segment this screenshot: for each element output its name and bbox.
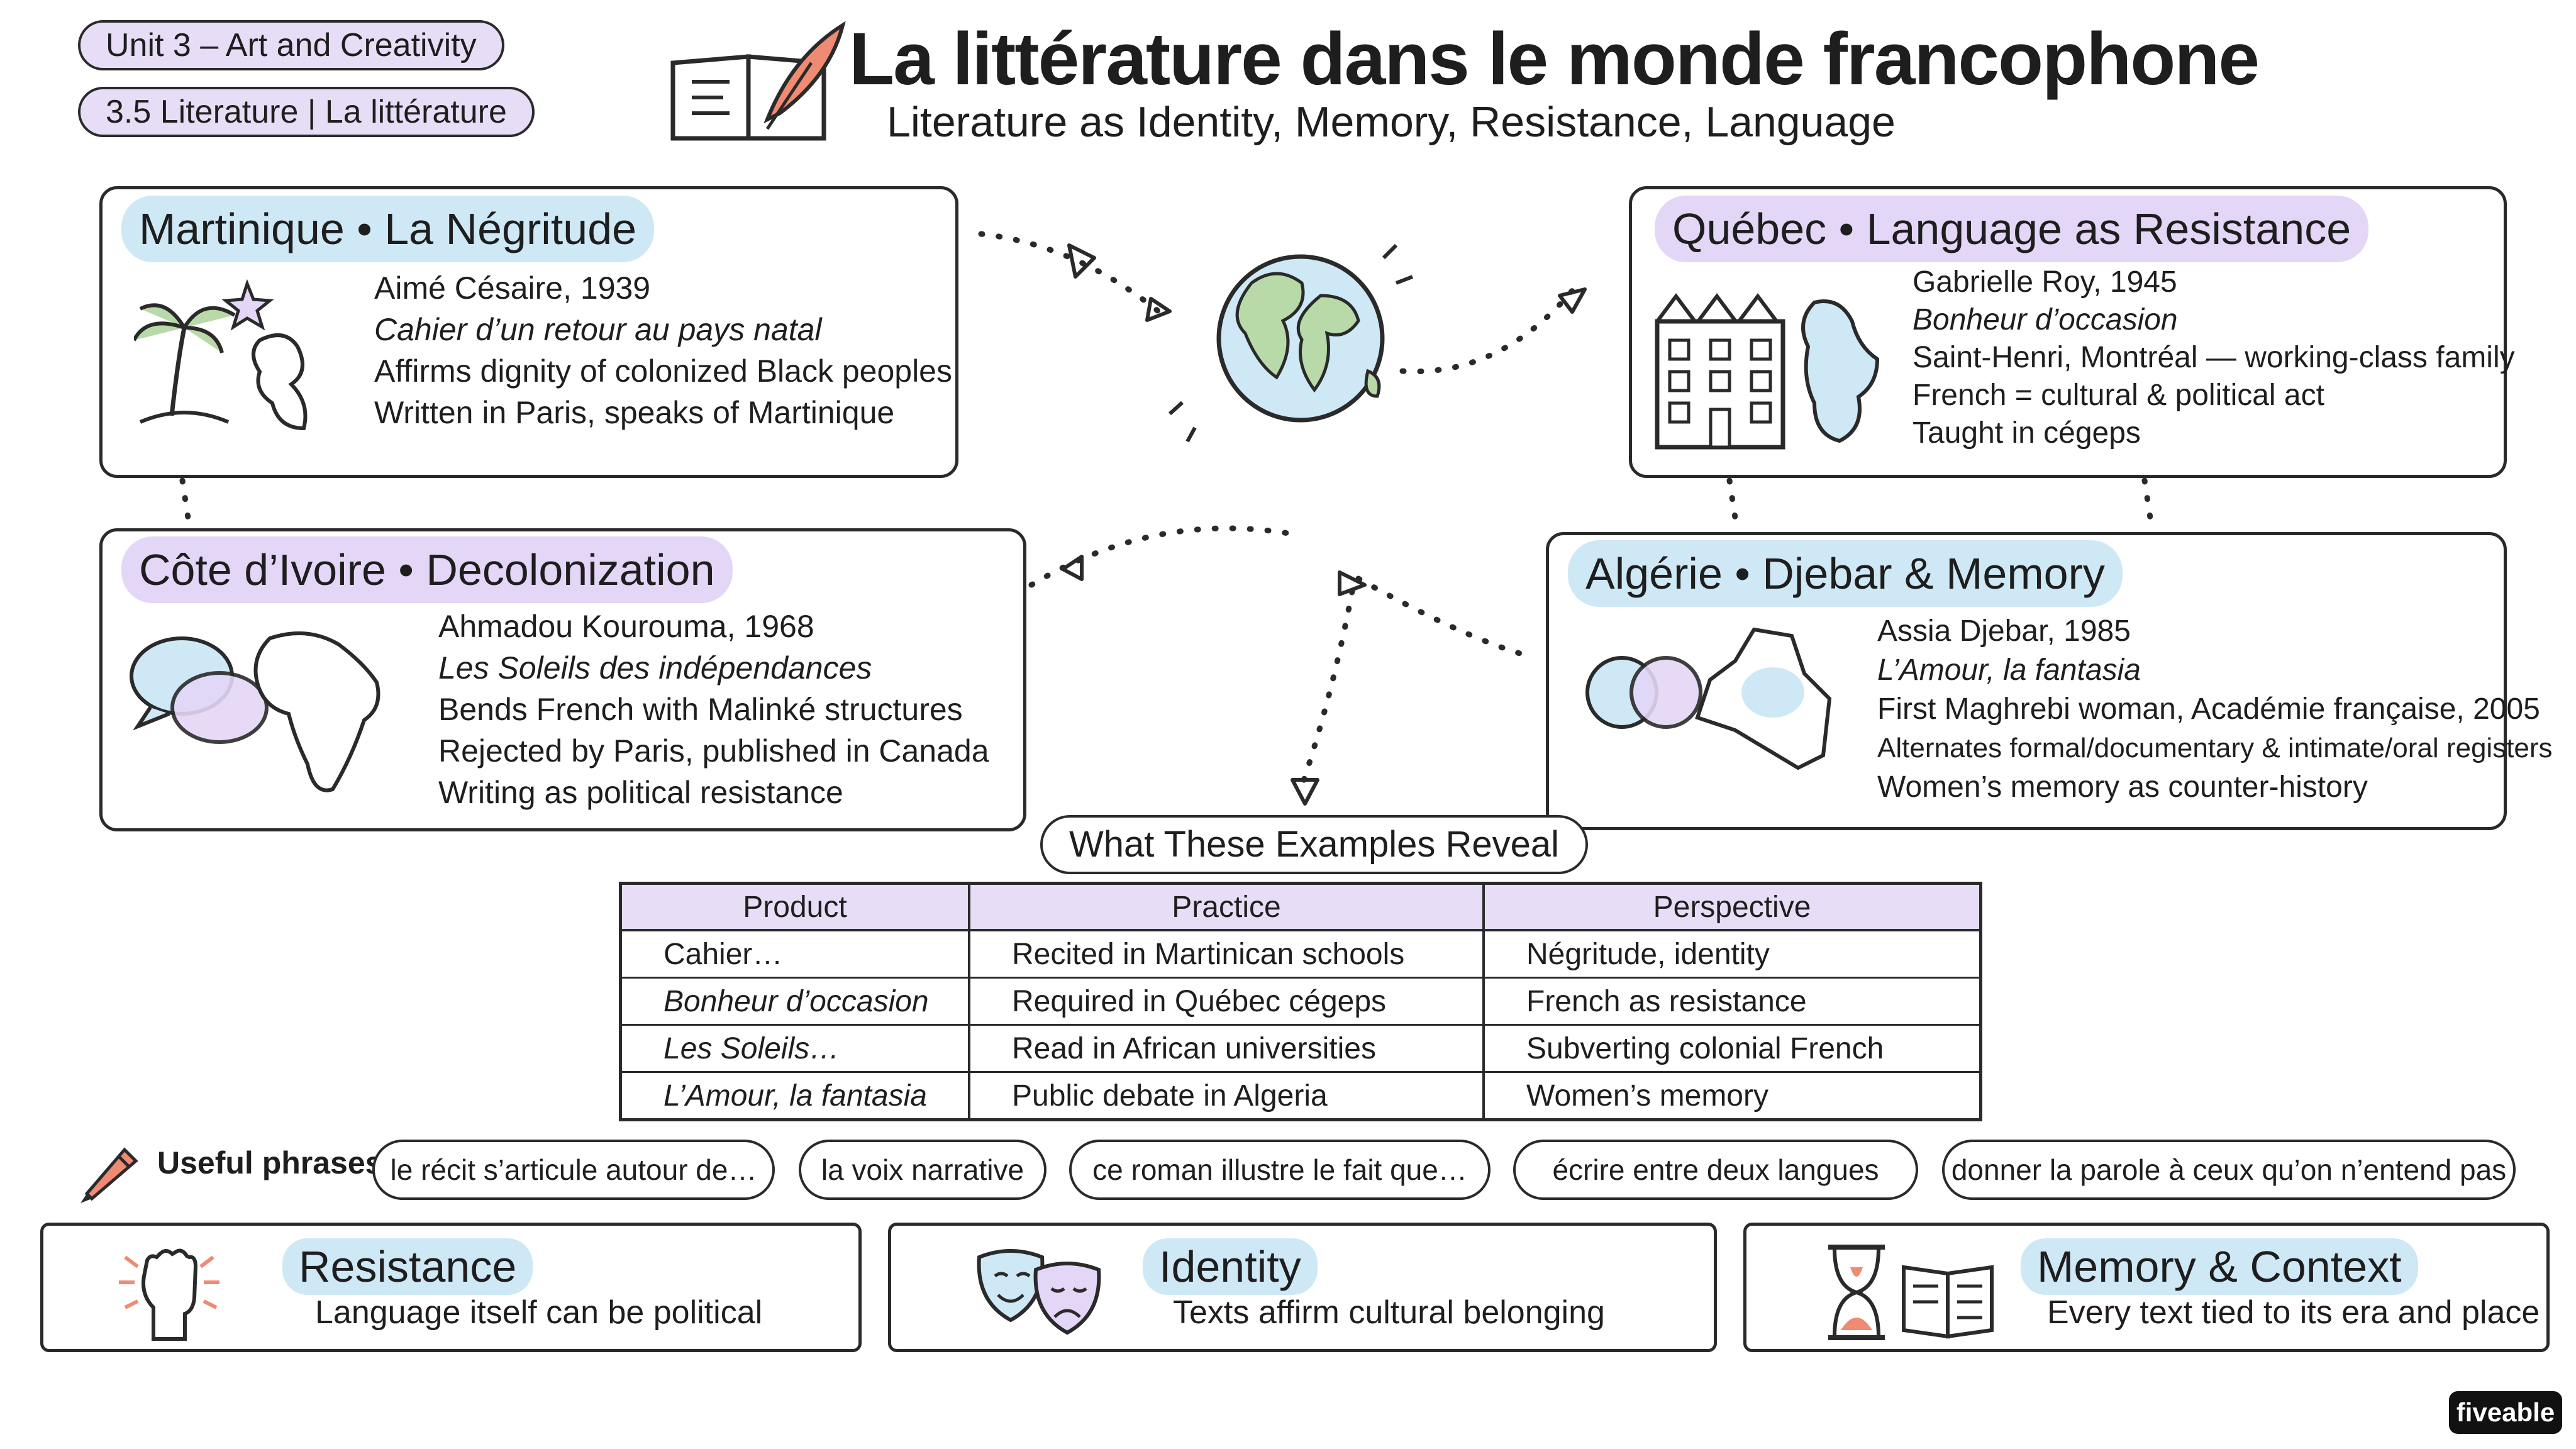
perspective-cell: French as resistance (1482, 977, 1982, 1026)
detail-line: Alternates formal/documentary & intimate… (1877, 733, 2553, 763)
card-title: Martinique • La Négritude (121, 196, 655, 262)
book-quill-icon (670, 21, 846, 141)
product-cell: Les Soleils… (619, 1024, 970, 1073)
palm-island-icon (134, 279, 308, 431)
card-martinique: Martinique • La Négritude Aimé Césaire, … (99, 186, 958, 478)
phrase-chip: écrire entre deux langues (1513, 1140, 1918, 1200)
detail-line: Bends French with Malinké structures (438, 692, 963, 727)
work-title: Bonheur d’occasion (1913, 303, 2178, 336)
perspective-cell: Women’s memory (1482, 1072, 1982, 1121)
useful-phrases-label: Useful phrases: (157, 1145, 394, 1180)
theme-card-memory-context: Memory & Context Every text tied to its … (1743, 1223, 2550, 1352)
detail-line: French = cultural & political act (1913, 379, 2324, 412)
unit-label: Unit 3 – Art and Creativity (78, 20, 504, 70)
detail-line: Women’s memory as counter-history (1877, 770, 2368, 804)
card-title: Algérie • Djebar & Memory (1568, 540, 2123, 607)
theme-description: Language itself can be political (315, 1294, 763, 1331)
author-line: Gabrielle Roy, 1945 (1913, 265, 2177, 299)
card-quebec: Québec • Language as Resistance Gabriell… (1629, 186, 2515, 478)
table-row: Bonheur d’occasion Required in Québec cé… (619, 977, 1982, 1026)
column-header-practice: Practice (968, 882, 1485, 931)
product-cell: Bonheur d’occasion (619, 977, 970, 1026)
page-title: La littérature dans le monde francophone (849, 18, 2260, 101)
column-header-perspective: Perspective (1482, 882, 1982, 931)
product-cell: Cahier… (619, 930, 970, 979)
card-body: Ahmadou Kourouma, 1968 Les Soleils des i… (438, 606, 989, 813)
detail-line: First Maghrebi woman, Académie française… (1877, 692, 2540, 726)
detail-line: Taught in cégeps (1913, 416, 2141, 450)
globe-icon (1168, 243, 1414, 443)
work-title: Les Soleils des indépendances (438, 650, 872, 686)
theme-title: Resistance (282, 1238, 533, 1295)
author-line: Aimé Césaire, 1939 (374, 270, 651, 306)
author-line: Ahmadou Kourouma, 1968 (438, 609, 814, 644)
practice-cell: Required in Québec cégeps (968, 977, 1485, 1026)
card-body: Aimé Césaire, 1939 Cahier d’un retour au… (374, 267, 952, 433)
perspective-cell: Négritude, identity (1482, 930, 1982, 979)
product-cell: L’Amour, la fantasia (619, 1072, 970, 1121)
topic-label: 3.5 Literature | La littérature (78, 87, 535, 137)
table-title: What These Examples Reveal (1040, 815, 1589, 874)
speech-bubbles-africa-icon (130, 631, 380, 792)
table-row: L’Amour, la fantasia Public debate in Al… (619, 1072, 1982, 1121)
card-body: Assia Djebar, 1985 L’Amour, la fantasia … (1877, 612, 2553, 807)
column-header-product: Product (619, 882, 970, 931)
detail-line: Saint-Henri, Montréal — working-class fa… (1913, 341, 2515, 374)
table-header-row: Product Practice Perspective (619, 882, 1982, 931)
detail-line: Rejected by Paris, published in Canada (438, 733, 989, 769)
theme-description: Every text tied to its era and place (2047, 1294, 2540, 1331)
page-subtitle: Literature as Identity, Memory, Resistan… (887, 98, 1896, 146)
building-map-icon (1655, 293, 1880, 450)
work-title: Cahier d’un retour au pays natal (374, 312, 822, 347)
theme-title: Memory & Context (2021, 1238, 2418, 1295)
author-line: Assia Djebar, 1985 (1877, 614, 2131, 648)
detail-line: Written in Paris, speaks of Martinique (374, 395, 895, 430)
card-cote-divoire: Côte d’Ivoire • Decolonization Ahmadou K… (99, 528, 1026, 831)
hourglass-book-icon (1828, 1245, 1994, 1340)
table-row: Les Soleils… Read in African universitie… (619, 1024, 1982, 1073)
pencil-icon (80, 1147, 138, 1203)
venn-algeria-icon (1585, 627, 1832, 770)
table-row: Cahier… Recited in Martinican schools Né… (619, 930, 1982, 979)
detail-line: Writing as political resistance (438, 775, 843, 810)
card-title: Québec • Language as Resistance (1655, 196, 2369, 262)
practice-cell: Recited in Martinican schools (968, 930, 1485, 979)
phrase-chip: le récit s’articule autour de… (372, 1140, 775, 1200)
perspective-cell: Subverting colonial French (1482, 1024, 1982, 1073)
product-practice-perspective-table: Product Practice Perspective Cahier… Rec… (619, 882, 1982, 1121)
theme-card-identity: Identity Texts affirm cultural belonging (888, 1223, 1717, 1352)
brand-logo: fiveable (2449, 1391, 2562, 1434)
theme-title: Identity (1143, 1238, 1318, 1295)
practice-cell: Read in African universities (968, 1024, 1485, 1073)
phrase-chip: la voix narrative (799, 1140, 1046, 1200)
theme-description: Texts affirm cultural belonging (1173, 1294, 1605, 1331)
work-title: L’Amour, la fantasia (1877, 653, 2141, 687)
phrase-chip: donner la parole à ceux qu’on n’entend p… (1942, 1140, 2516, 1200)
raised-fist-icon (119, 1248, 219, 1341)
card-algerie: Algérie • Djebar & Memory Assia Djebar, … (1546, 532, 2553, 830)
theme-card-resistance: Resistance Language itself can be politi… (40, 1223, 862, 1352)
theater-masks-icon (977, 1249, 1101, 1335)
phrase-chip: ce roman illustre le fait que… (1069, 1140, 1491, 1200)
card-body: Gabrielle Roy, 1945 Bonheur d’occasion S… (1913, 264, 2515, 452)
detail-line: Affirms dignity of colonized Black peopl… (374, 353, 952, 389)
card-title: Côte d’Ivoire • Decolonization (121, 536, 733, 603)
practice-cell: Public debate in Algeria (968, 1072, 1485, 1121)
